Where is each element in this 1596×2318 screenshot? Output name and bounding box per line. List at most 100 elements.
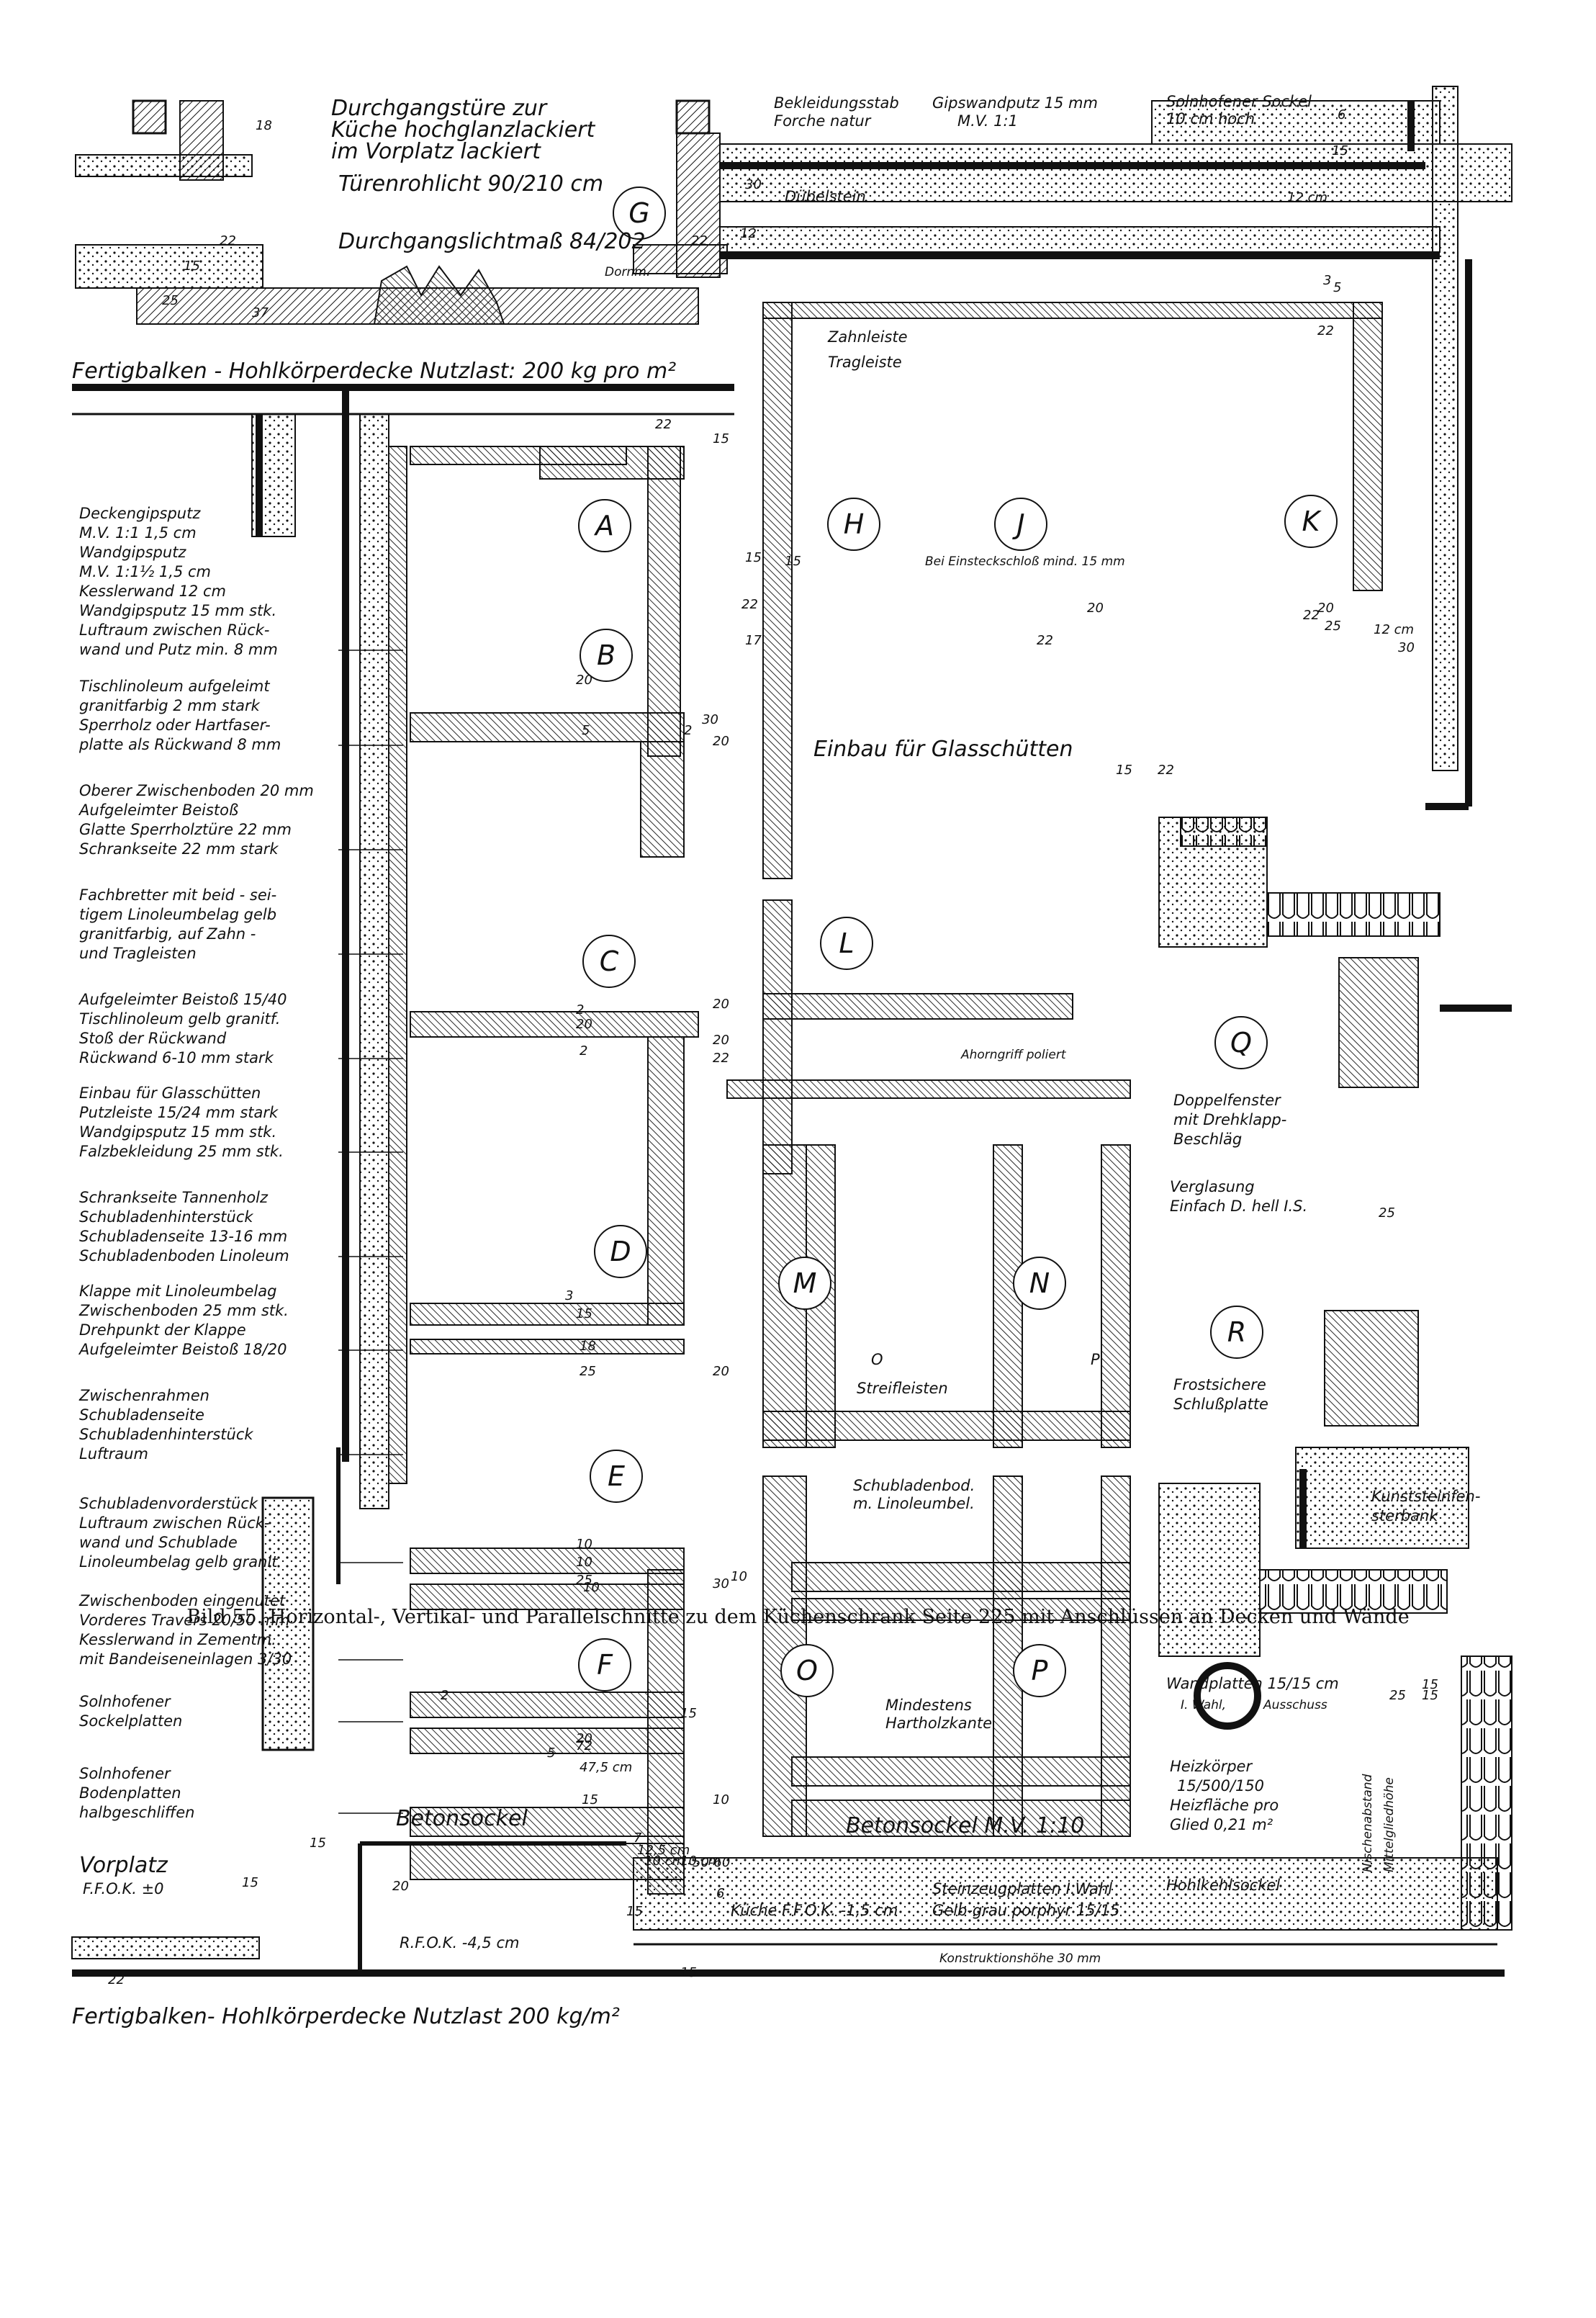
dimension-value: 22 [108, 1972, 125, 1987]
door-label-2: Küche hochglanzlackiert [331, 117, 595, 143]
vorplatz-label-1: Vorplatz [79, 1853, 168, 1878]
dimension-value: 25 [162, 293, 179, 308]
frostsichere-label-1: Frostsichere [1173, 1376, 1266, 1393]
left-annotation-line: Kesslerwand in Zementm. [79, 1631, 276, 1648]
kunststein-label-1: Kunststeinfen- [1371, 1488, 1480, 1505]
figure-caption: Bild 55. Horizontal-, Vertikal- und Para… [186, 1606, 1410, 1628]
verglasung-label-1: Verglasung [1170, 1178, 1255, 1195]
left-annotation-line: Aufgeleimter Beistoß 15/40 [78, 991, 287, 1008]
vorplatz-label-2: F.F.O.K. ±0 [83, 1880, 164, 1897]
steinzeug-label-1: Steinzeugplatten I.Wahl [932, 1880, 1112, 1897]
betonsockel-label-2: Betonsockel M.V. 1:10 [846, 1813, 1084, 1838]
dimension-value: 20 [713, 997, 729, 1012]
dimension-value: 30 [745, 177, 762, 192]
dimension-value: 10 [583, 1580, 600, 1595]
section-markers: G A B C D E F H J K L M N O P Q R [578, 187, 1338, 1697]
hartholz-label-2: Hartholzkante [885, 1715, 992, 1732]
ahorngriff-label: Ahorngriff poliert [960, 1048, 1067, 1062]
dimension-value: 10 [731, 1569, 747, 1584]
dimension-value: 3 [1323, 273, 1331, 288]
left-annotation-line: Zwischenrahmen [78, 1387, 209, 1404]
left-annotation-line: granitfarbig, auf Zahn - [79, 925, 256, 943]
wandplatten-label-3: Ausschuss [1263, 1698, 1327, 1712]
duebel-label: Dübelstein [785, 188, 866, 205]
dimension-value: 15 [1116, 763, 1132, 778]
left-annotation-line: Schubladenboden Linoleum [79, 1247, 289, 1264]
dimension-value: 25 [576, 1573, 592, 1588]
schubladenboden-label-1: Schubladenbod. [853, 1477, 975, 1494]
dimension-value: 10 [576, 1537, 592, 1552]
steinzeug-label-2: Gelb-grau porphyr 15/15 [932, 1902, 1119, 1919]
marker-o: O [796, 1655, 818, 1686]
cabinet-vertical-section-left [72, 384, 734, 1895]
dimension-value: 18 [580, 1339, 596, 1354]
ceiling-bottom-label: Fertigbalken- Hohlkörperdecke Nutzlast 2… [72, 2004, 620, 2029]
left-annotation-line: Aufgeleimter Beistoß [78, 801, 238, 819]
hohlkehlsockel-label: Hohlkehlsockel [1166, 1877, 1280, 1894]
left-annotation-line: Wandgipsputz 15 mm stk. [79, 602, 276, 619]
dimension-value: 10 cm [644, 1854, 685, 1869]
dimension-value: 30 [713, 1576, 729, 1591]
doppelfenster-label-1: Doppelfenster [1173, 1092, 1281, 1109]
left-annotation-line: Fachbretter mit beid - sei- [79, 886, 276, 904]
dimension-value: 15 [713, 431, 729, 446]
left-annotation-line: Schubladenvorderstück [79, 1495, 258, 1512]
door-label-1: Durchgangstüre zur [331, 96, 548, 121]
left-annotation-line: Tischlinoleum gelb granitf. [79, 1010, 280, 1028]
dornmass-label: Dornm. [605, 265, 650, 279]
dimension-value: 37 [252, 305, 269, 320]
mittelglied-label: Mittelgliedhöhe [1382, 1777, 1397, 1872]
dimension-value: 2 [441, 1688, 448, 1703]
left-annotation-line: Solnhofener [79, 1765, 171, 1782]
left-annotation-line: Zwischenboden eingenutet [78, 1592, 286, 1609]
sockel-label-2: 10 cm hoch [1166, 110, 1255, 127]
window-section [1158, 817, 1512, 1931]
left-annotation-line: Vorderes Travers 20/50 mm [79, 1612, 289, 1629]
dimension-value: 15 [310, 1836, 326, 1851]
dimension-value: 22 [1303, 608, 1320, 623]
left-annotation-line: Aufgeleimter Beistoß 18/20 [78, 1341, 287, 1358]
rfok-label: R.F.O.K. -4,5 cm [400, 1934, 519, 1951]
door-label-3: im Vorplatz lackiert [331, 139, 541, 164]
marker-k: K [1302, 506, 1322, 537]
marker-l: L [839, 927, 854, 959]
schubladenboden-label-2: m. Linoleumbel. [853, 1495, 975, 1512]
left-wall-and-floor [71, 1447, 1505, 1977]
marker-p: P [1032, 1655, 1048, 1686]
dimension-value: 20 [392, 1879, 409, 1894]
dimension-value: 6 [1338, 107, 1345, 122]
marker-c: C [600, 945, 619, 977]
tragleiste-label: Tragleiste [828, 354, 902, 371]
dimension-value: 22 [1158, 763, 1174, 778]
dimension-value: 15 [680, 1965, 697, 1980]
left-annotation-line: Luftraum [79, 1445, 148, 1463]
middle-labels: Ahorngriff poliert Streifleisten O P Sch… [72, 1048, 1119, 2029]
left-annotation-line: Wandgipsputz 15 mm stk. [79, 1123, 276, 1141]
dimension-value: 2 [576, 1002, 584, 1018]
dimension-value: 5 [582, 723, 590, 738]
dimension-value: 15 [576, 1306, 592, 1321]
marker-f: F [597, 1649, 613, 1681]
marker-b: B [597, 639, 616, 671]
left-annotation-line: Luftraum zwischen Rück- [79, 621, 270, 639]
left-annotation-line: halbgeschliffen [79, 1804, 194, 1821]
dimension-value: 10 cm [680, 1854, 721, 1869]
left-annotation-line: Schubladenhinterstück [79, 1208, 253, 1226]
dimension-value: 18 [256, 118, 272, 133]
cabinet-vertical-section-right [726, 899, 1131, 1837]
left-annotation-line: Schrankseite Tannenholz [79, 1189, 269, 1206]
left-annotation-line: Solnhofener [79, 1693, 171, 1710]
dimension-value: 12 cm [1287, 190, 1327, 205]
left-annotation-line: Stoß der Rückwand [79, 1030, 227, 1047]
dimension-value: 17 [745, 633, 762, 648]
dimension-value: 20 [576, 1017, 592, 1032]
marker-h: H [844, 508, 865, 540]
dimension-value: 20 [1087, 601, 1104, 616]
dimension-value: 3 [565, 1288, 573, 1303]
section-o-label: O [871, 1351, 883, 1368]
left-annotation-line: und Tragleisten [79, 945, 197, 962]
dimension-value: 10 [713, 1792, 729, 1807]
left-annotation-line: Falzbekleidung 25 mm stk. [79, 1143, 284, 1160]
